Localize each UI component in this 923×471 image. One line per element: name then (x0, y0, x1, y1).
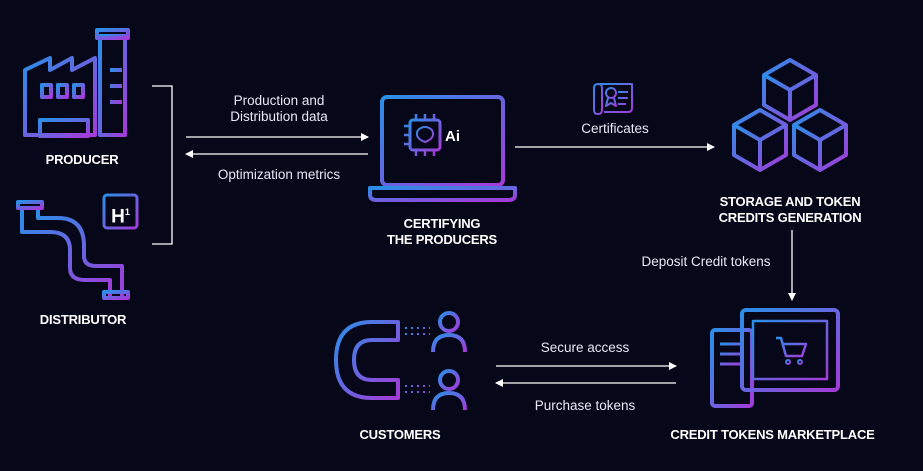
certificate-scroll-icon (593, 83, 633, 115)
certifier-label: CERTIFYING THE PRODUCERS (386, 216, 498, 247)
source-bracket (152, 85, 173, 245)
hydrogen-badge (102, 193, 139, 230)
magnet-users-icon (334, 311, 467, 411)
marketplace-label: CREDIT TOKENS MARKETPLACE (670, 427, 875, 442)
edge-label-certificates: Certificates (581, 121, 649, 136)
laptop-ai-chip-icon (368, 95, 517, 202)
edge-label-production-data: Production and Distribution data (230, 93, 328, 124)
badge-superscript: 1 (124, 207, 130, 217)
hydrogen-badge-text: H1 (104, 200, 137, 228)
distributor-label: DISTRIBUTOR (39, 312, 127, 327)
cubes-icon (732, 58, 848, 172)
producer-label: PRODUCER (45, 152, 119, 167)
storage-label: STORAGE AND TOKEN CREDITS GENERATION (718, 194, 862, 225)
customers-label: CUSTOMERS (359, 427, 441, 442)
edge-label-secure-access: Secure access (540, 340, 630, 355)
badge-letter: H (111, 206, 125, 228)
factory-icon (22, 28, 142, 138)
ai-chip-label: Ai (445, 128, 460, 145)
edge-label-purchase-tokens: Purchase tokens (534, 398, 636, 413)
edge-label-deposit-tokens: Deposit Credit tokens (641, 254, 771, 269)
pipe-icon (16, 200, 130, 300)
edge-label-optimization-metrics: Optimization metrics (217, 167, 341, 182)
computer-cart-icon (708, 308, 846, 412)
